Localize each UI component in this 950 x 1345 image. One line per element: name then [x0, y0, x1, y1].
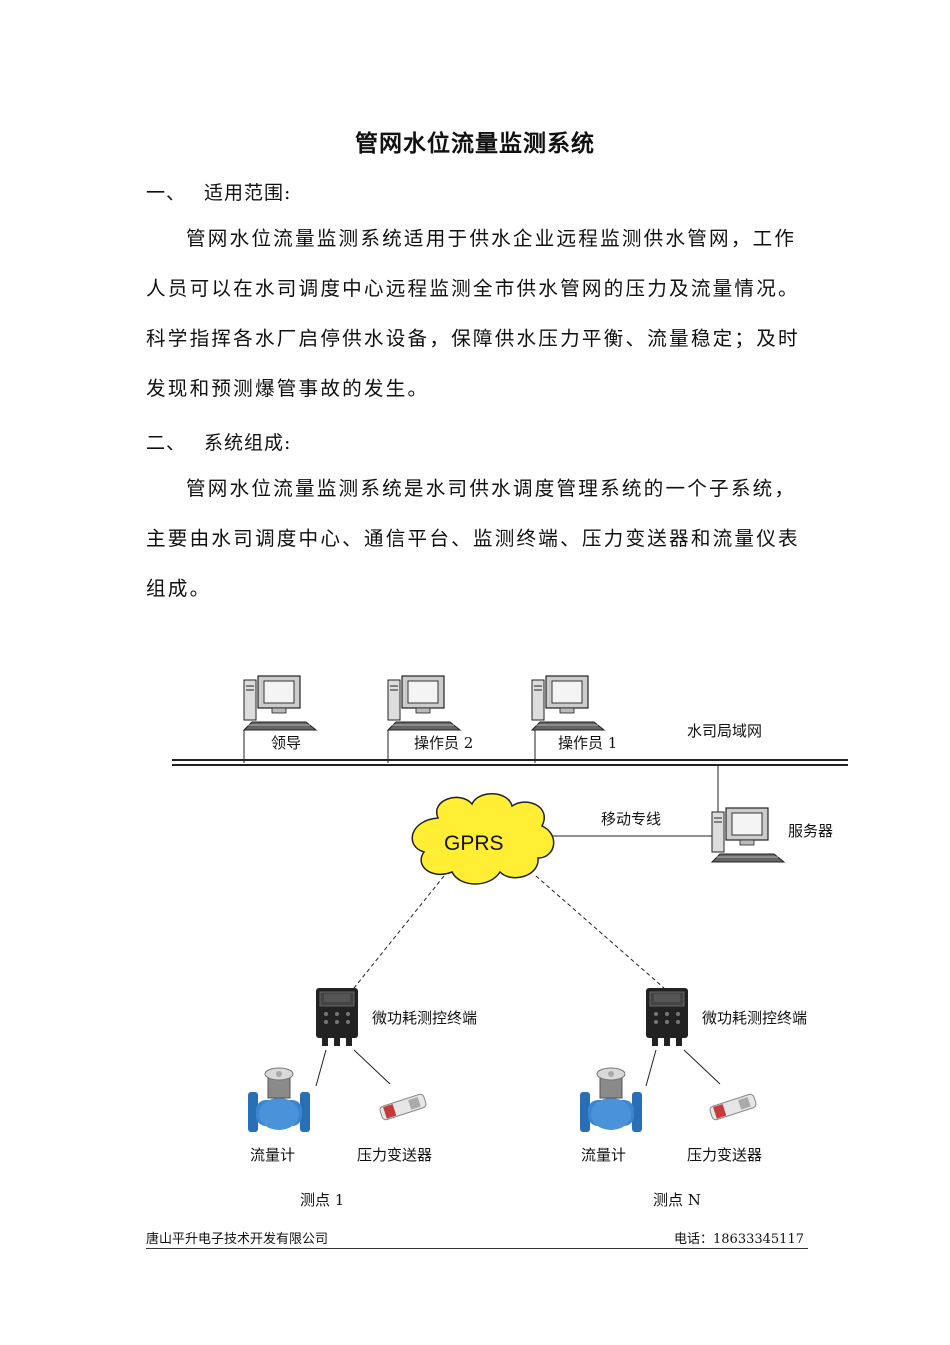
computer-label-operator-2: 操作员 2: [414, 734, 473, 752]
site-n-flow-link: [645, 1049, 657, 1087]
site-1-terminal-label: 微功耗测控终端: [372, 1009, 477, 1027]
site-1-flowmeter-icon: [247, 1067, 311, 1133]
section-2-heading: 二、系统组成:: [146, 428, 291, 455]
site-1-flow-link: [315, 1049, 327, 1087]
site-n-pressure-link: [683, 1049, 721, 1085]
gprs-cloud-icon: [411, 793, 555, 885]
section-1-title: 适用范围:: [204, 182, 292, 204]
footer-phone: 电话：18633345117: [674, 1232, 804, 1247]
operator-2-computer-icon: [387, 675, 461, 731]
computer-label-leader: 领导: [271, 734, 301, 752]
section-2-number: 二、: [146, 432, 187, 454]
leader-computer-icon: [243, 675, 317, 731]
server-label: 服务器: [788, 822, 833, 840]
site-n-label: 测点 N: [653, 1191, 701, 1209]
wireless-link-site-1: [353, 875, 445, 989]
operator-1-computer-icon: [531, 675, 605, 731]
section-1-heading: 一、适用范围:: [146, 178, 291, 205]
server-computer-icon: [711, 807, 785, 863]
mobile-line-label: 移动专线: [601, 810, 661, 828]
section-1-number: 一、: [146, 182, 187, 204]
site-1-pressure-icon: [378, 1092, 428, 1122]
lan-label: 水司局域网: [687, 722, 762, 740]
site-1-pressure-link: [353, 1049, 391, 1085]
site-n-flowmeter-label: 流量计: [581, 1146, 626, 1164]
site-n-terminal-label: 微功耗测控终端: [702, 1009, 807, 1027]
site-n-pressure-label: 压力变送器: [687, 1146, 762, 1164]
section-2-paragraph: 管网水位流量监测系统是水司供水调度管理系统的一个子系统，主要由水司调度中心、通信…: [146, 477, 800, 600]
site-1-terminal-icon: [315, 987, 359, 1047]
gprs-label: GPRS: [444, 832, 504, 855]
page-footer: 唐山平升电子技术开发有限公司 电话：18633345117: [146, 1228, 808, 1249]
site-n-pressure-icon: [708, 1092, 758, 1122]
site-1-label: 测点 1: [300, 1191, 344, 1209]
footer-company: 唐山平升电子技术开发有限公司: [146, 1232, 329, 1247]
section-2-title: 系统组成:: [204, 432, 292, 454]
site-1-flowmeter-label: 流量计: [250, 1146, 295, 1164]
site-n-terminal-icon: [645, 987, 689, 1047]
wireless-link-site-n: [535, 875, 665, 989]
section-1-paragraph: 管网水位流量监测系统适用于供水企业远程监测供水管网，工作人员可以在水司调度中心远…: [146, 227, 800, 400]
site-1-pressure-label: 压力变送器: [357, 1146, 432, 1164]
computer-label-operator-1: 操作员 1: [558, 734, 617, 752]
document-title: 管网水位流量监测系统: [355, 130, 595, 157]
site-n-flowmeter-icon: [579, 1067, 643, 1133]
